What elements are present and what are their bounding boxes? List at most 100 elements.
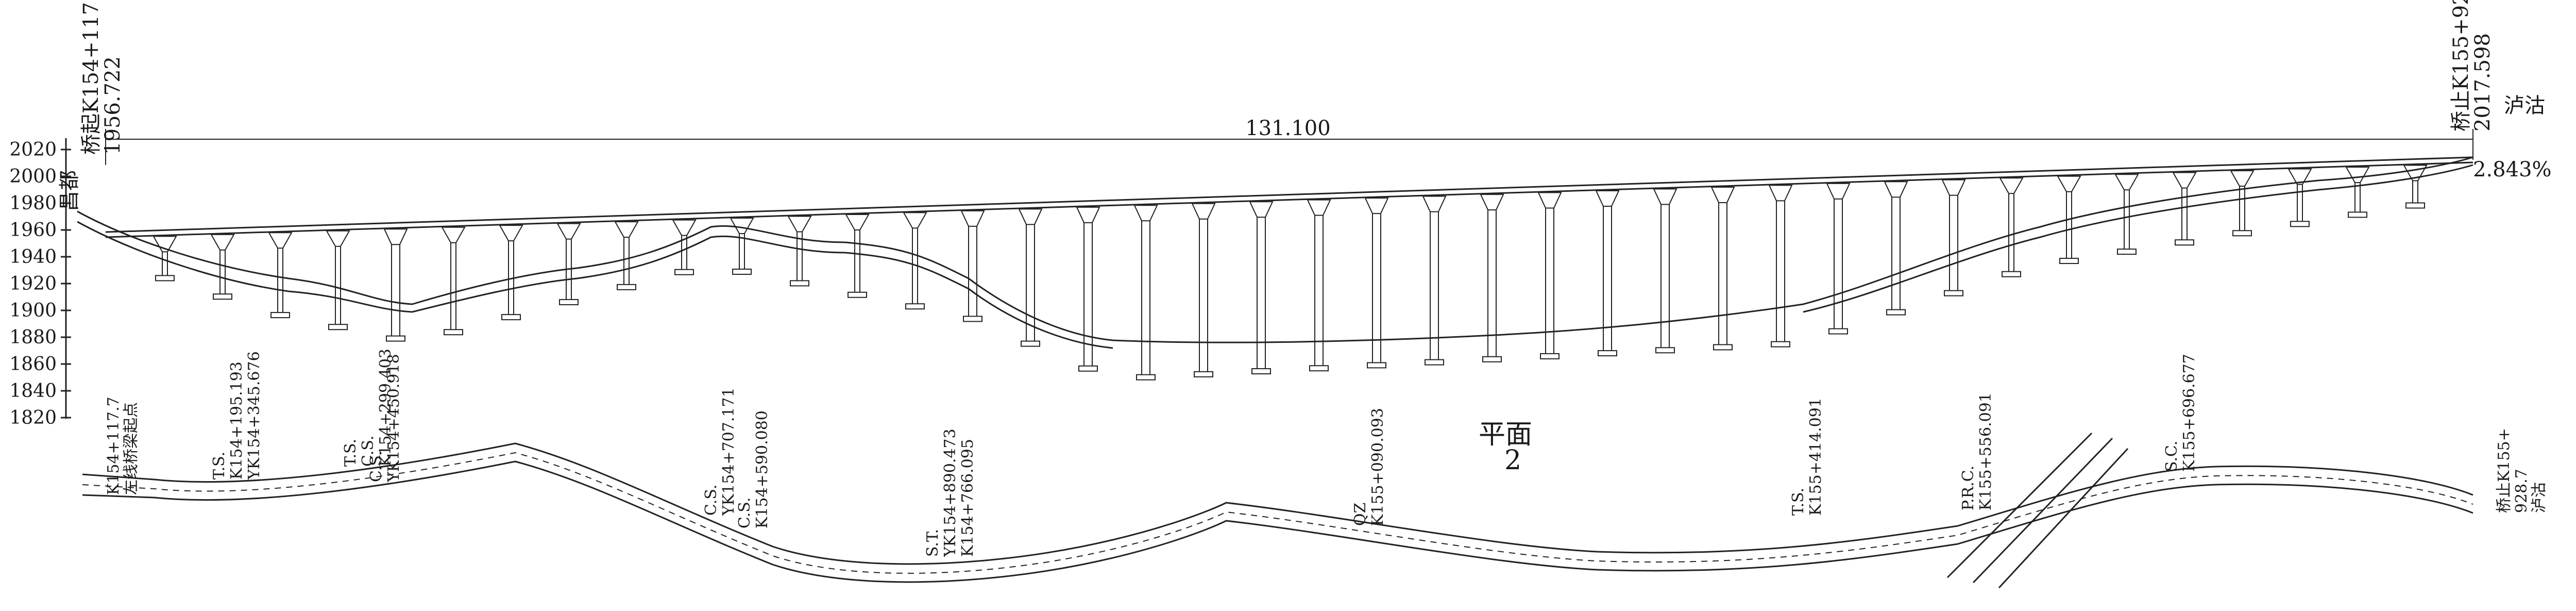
pier-footing	[1021, 340, 1040, 347]
pier-cap	[730, 218, 754, 235]
pier-cap	[2230, 170, 2255, 187]
pier	[383, 228, 408, 342]
top-dimension	[105, 129, 2473, 165]
plan-label-group: P.R.C.K155+556.091	[1959, 392, 1995, 510]
pier-cap	[1076, 206, 1100, 223]
plan-label: YK154+707.171	[720, 387, 738, 516]
pier	[730, 218, 754, 275]
pier	[1537, 192, 1562, 359]
pier-cap	[1653, 188, 1677, 205]
pier-cap	[2172, 172, 2197, 189]
pier-cap	[383, 228, 408, 245]
pier-footing	[1482, 356, 1502, 362]
pier-footing	[2405, 202, 2425, 209]
plan-label-group: T.S.K155+414.091	[1789, 398, 1825, 516]
pier	[672, 219, 697, 275]
pier-footing	[155, 275, 175, 282]
start-side-group: 昌都	[58, 170, 81, 211]
pier-cap	[326, 230, 350, 247]
pier	[2172, 172, 2197, 246]
pier	[1710, 186, 1735, 351]
elevation-tick-label: 1900	[9, 300, 57, 321]
plan-label-group: C.S.K154+590.080	[736, 410, 771, 529]
pier-cap	[614, 221, 639, 238]
pier	[268, 232, 293, 319]
pier-footing	[213, 293, 232, 300]
pier-cap	[1884, 181, 1908, 198]
pier-footing	[1655, 347, 1675, 354]
pier	[1768, 185, 1793, 348]
pier	[787, 216, 812, 287]
elevation-tick-label: 2020	[9, 139, 57, 160]
pier	[152, 236, 177, 282]
pier-footing	[1367, 362, 1386, 369]
pier	[1364, 197, 1389, 369]
pier-footing	[1136, 374, 1156, 381]
plan-label: YK154+890.473	[941, 428, 959, 557]
pier-cap	[2057, 175, 2081, 192]
pier-cap	[499, 225, 523, 242]
plan-label: K154+117.7	[105, 397, 123, 495]
pier-footing	[963, 316, 982, 322]
pier-footing	[2002, 271, 2021, 277]
plan-label: 泸沽	[2530, 482, 2548, 513]
plan-number: 2	[1504, 445, 1521, 476]
pier-cap	[1595, 190, 1620, 207]
pier-footing	[1540, 353, 1560, 359]
pier	[2287, 168, 2312, 227]
pier	[1133, 205, 1158, 381]
top-dimension-value: 131.100	[1245, 117, 1330, 140]
pier	[326, 230, 350, 331]
pier	[2403, 164, 2428, 209]
pier-cap	[1018, 208, 1043, 225]
pier-cap	[2114, 174, 2139, 191]
plan-label: K154+299.403	[377, 349, 395, 467]
pier-footing	[674, 269, 694, 275]
elevation-tick-label: 1980	[9, 193, 57, 214]
elevation-tick-labels: 2020200019801960194019201900188018601840…	[9, 139, 71, 428]
pier-cap	[787, 216, 812, 233]
pier	[1307, 199, 1331, 372]
pier	[2345, 167, 2370, 218]
pier-footing	[1828, 328, 1848, 335]
pier-footing	[2348, 211, 2367, 218]
pier	[2114, 174, 2139, 255]
pier	[903, 212, 927, 310]
pier-cap	[672, 219, 697, 236]
plan-label: K155+556.091	[1977, 392, 1995, 510]
end-station-elevation: 2017.598	[2471, 33, 2495, 131]
pier-footing	[2175, 239, 2194, 246]
plan-label: YK154+450.918	[385, 354, 403, 483]
pier	[1595, 190, 1620, 357]
pier-footing	[2232, 230, 2252, 237]
pier	[1249, 201, 1274, 375]
start-station-label-group: 桥起K154+117.7 1956.722	[79, 0, 125, 155]
plan-label: K155+696.677	[2180, 354, 2198, 472]
plan-label: T.S.	[342, 439, 360, 467]
pier	[499, 225, 523, 321]
plan-label: C.S.	[736, 498, 754, 529]
plan-label-group: C.S.YK154+707.171	[702, 387, 738, 516]
plan-label: S.C.	[2163, 441, 2181, 472]
pier-cap	[210, 234, 235, 251]
plan-label: K155+414.091	[1807, 398, 1825, 516]
pier	[1422, 195, 1447, 366]
pier-cap	[903, 212, 927, 229]
pier-footing	[848, 291, 867, 298]
end-station-label-group: 桥止K155+928.7 2017.598	[2449, 0, 2495, 131]
pier-footing	[328, 324, 348, 331]
elevation-tick-label: 1840	[9, 381, 57, 402]
pier-footing	[2117, 249, 2137, 255]
pier	[2230, 170, 2255, 237]
plan-label: S.T.	[924, 529, 942, 557]
pier-footing	[1944, 290, 1963, 296]
pier	[614, 221, 639, 290]
pier-cap	[1133, 205, 1158, 222]
plan-title: 平面	[1479, 419, 1532, 450]
pier-footing	[270, 312, 290, 319]
plan-road	[82, 442, 2473, 583]
plan-label: K155+090.093	[1369, 408, 1387, 526]
